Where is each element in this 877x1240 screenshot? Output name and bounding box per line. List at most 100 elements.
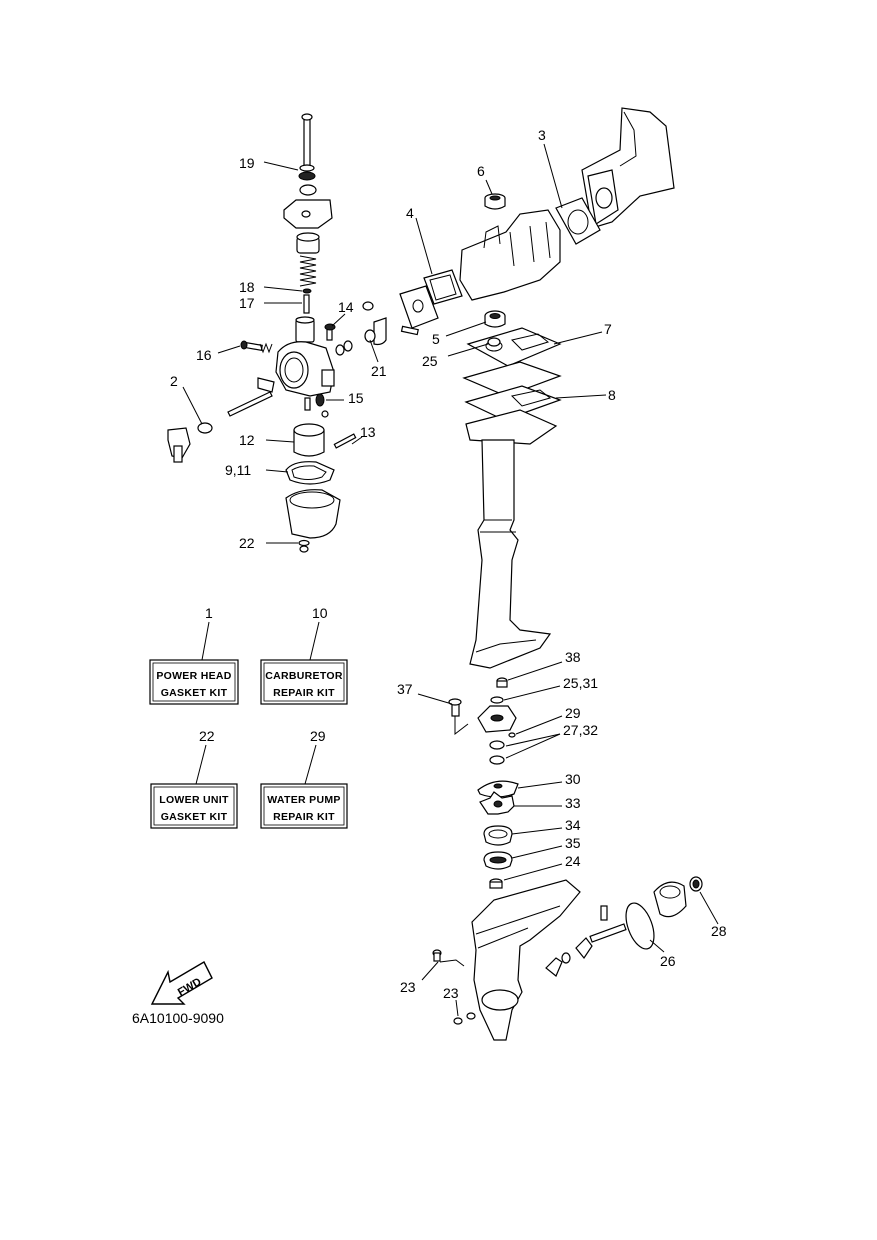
housing-collar [480, 519, 516, 533]
driveshaft-housing [465, 409, 558, 669]
seal-24-body [489, 881, 503, 889]
kit-box-22-inner [153, 786, 235, 826]
callout-28: 28 [711, 923, 727, 939]
screw-16 [244, 341, 263, 352]
seal-27 [489, 740, 505, 750]
callout-14: 14 [338, 299, 354, 315]
part-30 [508, 732, 516, 738]
callout-24: 24 [565, 853, 581, 869]
throttle-spring [299, 255, 317, 287]
callout-37: 37 [397, 681, 413, 697]
kit-29-line1: WATER PUMP [267, 794, 340, 806]
float-12-top [293, 423, 325, 437]
clip-18 [302, 288, 312, 294]
kit-10-line1: CARBURETOR [265, 670, 343, 682]
exhaust-gasket-3 [555, 197, 601, 245]
callout-6: 6 [477, 163, 485, 179]
callout-18: 18 [239, 279, 255, 295]
callout-34: 33 [565, 795, 581, 811]
washer-b [343, 340, 353, 352]
kit-29-line2: REPAIR KIT [273, 811, 335, 823]
exhaust-gasket-3-hole [567, 209, 589, 235]
part-callouts: 19 18 17 14 16 21 2 15 13 12 9,11 22 3 6… [170, 127, 727, 1001]
bearing-housing-cap-top [659, 885, 681, 899]
callout-26: 26 [660, 953, 676, 969]
float-pin-13 [333, 433, 357, 449]
callout-23a: 23 [400, 979, 416, 995]
impeller-34-hub [493, 800, 503, 808]
callout-17: 17 [239, 295, 255, 311]
housing-top-plate [465, 409, 558, 445]
carburetor-assembly [167, 113, 357, 553]
cover-bolt [400, 325, 419, 336]
washer-shaft [561, 952, 571, 964]
kit-number-29: 29 [310, 728, 326, 744]
fwd-arrow-icon: FWD [150, 961, 213, 1005]
engine-port [595, 187, 613, 209]
oil-seal-28-bore [692, 879, 700, 889]
carburetor-bore [279, 351, 309, 389]
main-jet [304, 397, 311, 411]
lower-unit-torpedo [481, 989, 519, 1011]
callout-25-31: 25,31 [563, 675, 598, 691]
cover-plate [399, 285, 439, 329]
leader-lines [182, 143, 719, 1017]
o-ring-25 [487, 337, 501, 347]
shaft-pin [600, 905, 608, 921]
grommet-38-body [496, 680, 508, 688]
carburetor-bore-inner [284, 357, 304, 383]
callout-13: 13 [360, 424, 376, 440]
bolt-23a-line [439, 959, 465, 967]
power-head-assembly [362, 107, 675, 421]
callout-33: 30 [565, 771, 581, 787]
driveshaft-housing-body [469, 439, 552, 669]
float-bowl-gasket-inner [291, 465, 327, 480]
water-pump-assembly [448, 677, 519, 889]
drain-washer-21 [298, 539, 310, 547]
callout-12: 12 [239, 432, 255, 448]
nut-cover [362, 301, 374, 311]
callout-27-32: 27,32 [563, 722, 598, 738]
lower-unit-anti-cavitation [475, 905, 561, 949]
o-ring-26 [625, 902, 655, 950]
kit-22-line2: GASKET KIT [161, 811, 228, 823]
carb-cap-top [296, 232, 320, 242]
bolt-23a-body [433, 952, 441, 962]
callout-20: 21 [371, 363, 387, 379]
rod-cap [301, 113, 313, 121]
insert-35 [483, 825, 513, 846]
nut-19 [298, 171, 316, 181]
callout-15: 15 [348, 390, 364, 406]
washer-23b [466, 1012, 476, 1020]
oil-seal-5-bore [489, 313, 501, 319]
clamp-20 [373, 317, 387, 346]
bracket-head [299, 184, 317, 196]
callout-38: 38 [565, 649, 581, 665]
callout-7: 7 [604, 321, 612, 337]
callout-5: 5 [432, 331, 440, 347]
throttle-valve-top [295, 316, 315, 324]
jet-15 [315, 393, 325, 407]
gasket-7-slot [511, 333, 550, 351]
callout-30: 29 [565, 705, 581, 721]
bearing-housing-cap [653, 881, 687, 918]
kit-22-line1: LOWER UNIT [159, 794, 229, 806]
cylinder [459, 209, 561, 301]
cylinder-boss [483, 225, 501, 249]
callout-35: 34 [565, 817, 581, 833]
float-bowl [285, 489, 341, 539]
carburetor-rod [303, 116, 311, 170]
callout-23b: 23 [443, 985, 459, 1001]
cartridge-33-hole [493, 783, 503, 789]
kit-box-29-inner [263, 786, 345, 826]
callout-25: 25 [422, 353, 438, 369]
carburetor-outlet [321, 369, 335, 387]
bolt-23b [453, 1017, 463, 1025]
callout-8: 8 [608, 387, 616, 403]
plate-36-bore [489, 856, 507, 864]
kit-number-10: 10 [312, 605, 328, 621]
kit-box-1-inner [152, 662, 236, 702]
callout-4: 4 [406, 205, 414, 221]
engine-block-detail [619, 111, 637, 167]
